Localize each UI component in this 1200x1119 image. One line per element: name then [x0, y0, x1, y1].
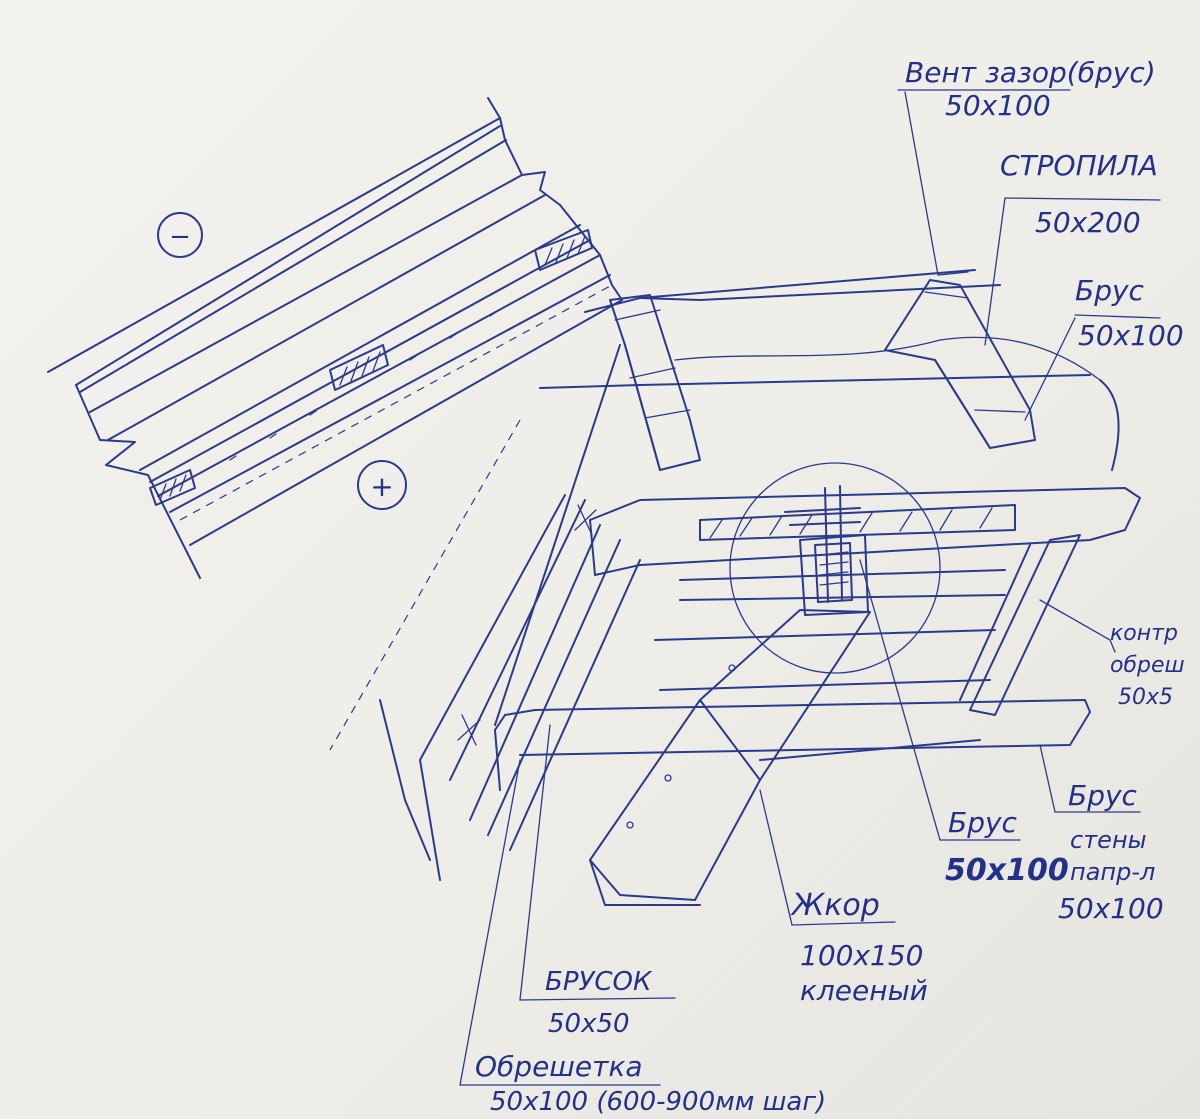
svg-text:50х200: 50х200 — [1035, 206, 1141, 239]
svg-text:Брус: Брус — [948, 806, 1018, 839]
label-strut: Жкор 100х150 клееный — [790, 888, 928, 1007]
svg-text:50х100: 50х100 — [945, 853, 1069, 888]
roof-assembly-3d — [329, 269, 1141, 906]
svg-text:контр: контр — [1110, 621, 1178, 646]
svg-text:50х50: 50х50 — [548, 1009, 630, 1039]
label-wall-beam: Брус стены папр-л 50х100 — [1058, 779, 1164, 925]
minus-layer-marker: − — [157, 212, 203, 258]
svg-text:Обрешетка: Обрешетка — [475, 1050, 643, 1083]
label-lathing: Обрешетка 50х100 (600-900мм шаг) — [475, 1050, 826, 1117]
svg-text:50х100: 50х100 — [945, 89, 1051, 122]
svg-text:Брус: Брус — [1068, 779, 1138, 812]
svg-text:Вент зазор(брус): Вент зазор(брус) — [905, 56, 1156, 89]
hatched-block — [149, 469, 196, 506]
svg-text:клееный: клееный — [800, 974, 928, 1007]
label-vent-gap: Вент зазор(брус) 50х100 — [905, 56, 1156, 122]
roof-cross-section — [47, 97, 623, 579]
svg-text:обреш: обреш — [1110, 653, 1185, 678]
svg-text:СТРОПИЛА: СТРОПИЛА — [1000, 149, 1158, 182]
svg-text:+: + — [370, 470, 393, 503]
plus-layer-marker: + — [357, 460, 407, 510]
svg-text:50х100: 50х100 — [1078, 319, 1184, 352]
label-rafter: СТРОПИЛА 50х200 — [1000, 149, 1158, 239]
svg-text:50х100 (600-900мм шаг): 50х100 (600-900мм шаг) — [490, 1087, 826, 1117]
svg-text:−: − — [169, 222, 191, 252]
leader-lines — [459, 89, 1161, 1086]
label-counter-batten: контр обреш 50х5 — [1110, 621, 1185, 710]
svg-text:Брус: Брус — [1075, 274, 1145, 307]
svg-text:Жкор: Жкор — [790, 888, 880, 923]
svg-text:50х5: 50х5 — [1118, 685, 1173, 710]
hatched-block — [534, 229, 593, 271]
label-beam-top: Брус 50х100 — [1075, 274, 1184, 352]
hatched-block — [329, 344, 389, 391]
svg-text:100х150: 100х150 — [800, 939, 923, 972]
svg-text:стены: стены — [1070, 826, 1147, 854]
label-bar: БРУСОК 50х50 — [545, 967, 653, 1039]
svg-text:БРУСОК: БРУСОК — [545, 967, 653, 997]
label-beam-mid: Брус 50х100 — [945, 806, 1069, 888]
svg-text:50х100: 50х100 — [1058, 892, 1164, 925]
svg-text:папр-л: папр-л — [1070, 858, 1155, 886]
